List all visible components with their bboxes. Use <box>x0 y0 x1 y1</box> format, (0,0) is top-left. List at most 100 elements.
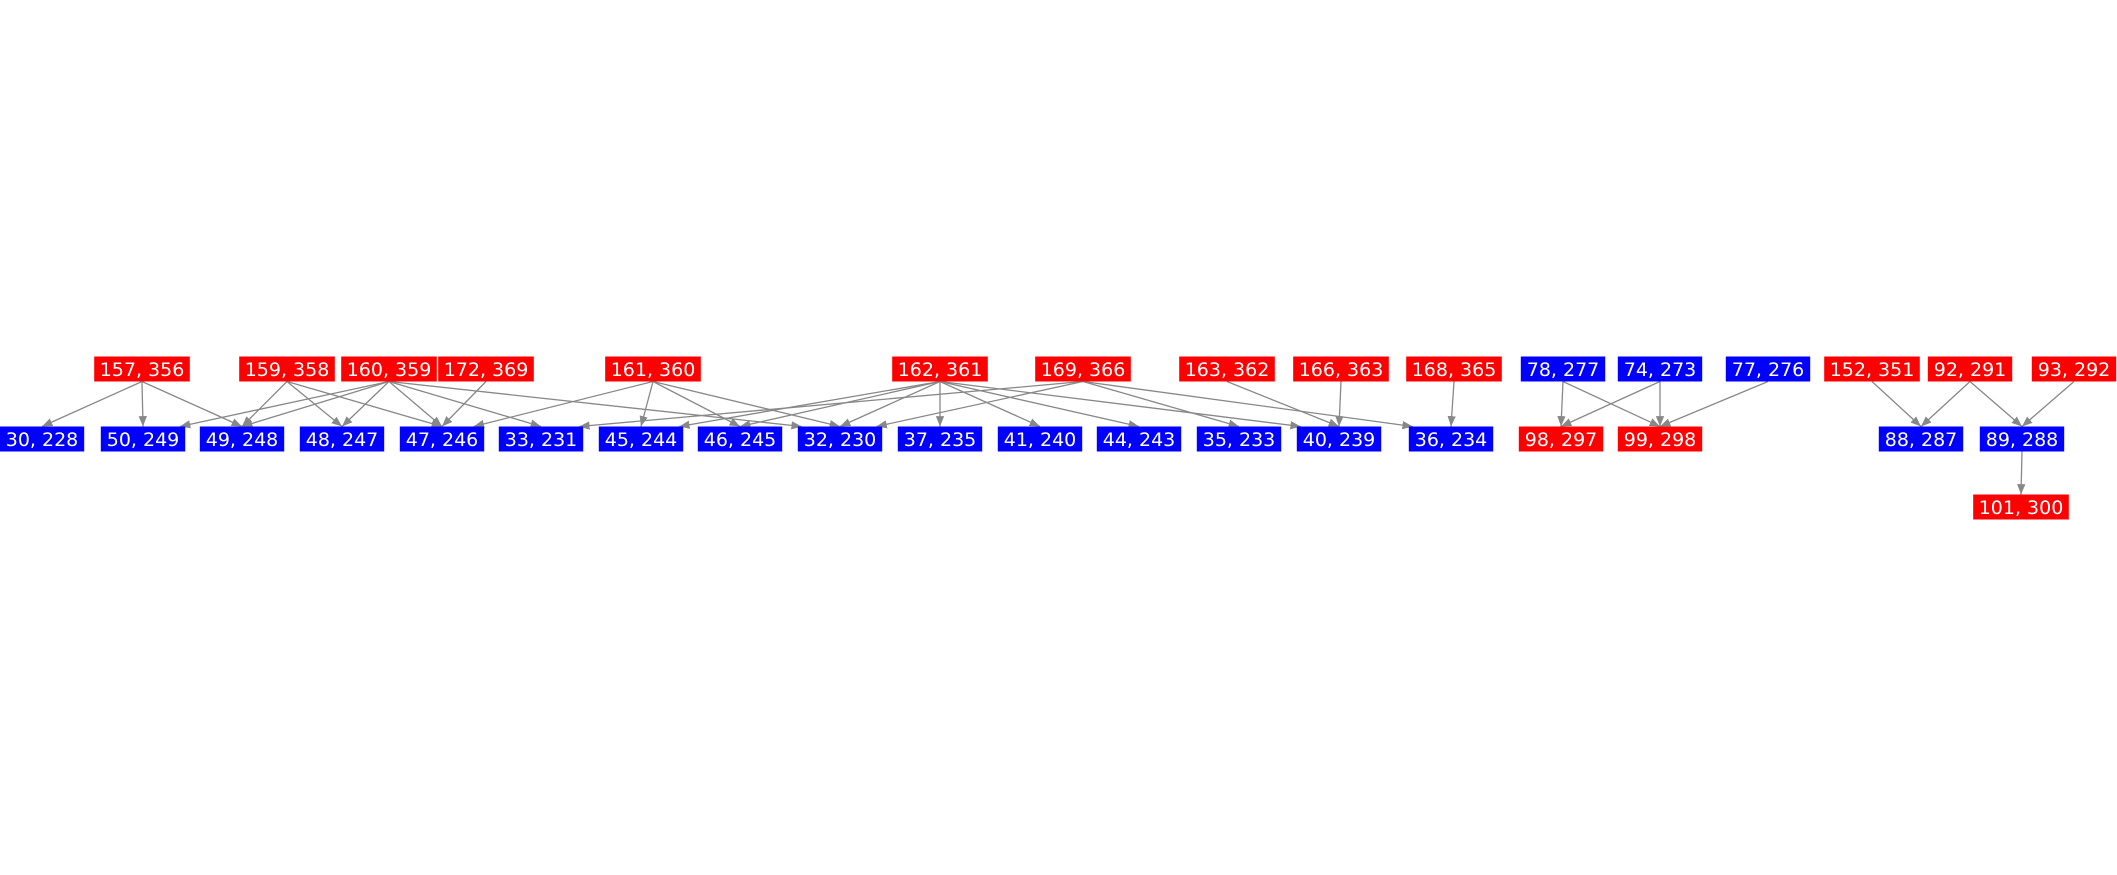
graph-node[interactable]: 50, 249 <box>100 426 186 452</box>
node-box <box>1296 426 1382 452</box>
node-label: 37, 235 <box>904 429 977 451</box>
node-label: 169, 366 <box>1041 359 1126 381</box>
node-label: 101, 300 <box>1979 497 2064 519</box>
graph-node[interactable]: 98, 297 <box>1518 426 1604 452</box>
edge <box>388 380 542 428</box>
node-box <box>1824 356 1920 382</box>
node-label: 41, 240 <box>1004 429 1077 451</box>
graph-node[interactable]: 88, 287 <box>1878 426 1964 452</box>
graph-node[interactable]: 78, 277 <box>1520 356 1606 382</box>
graph-node[interactable]: 30, 228 <box>0 426 85 452</box>
edge <box>1920 381 1971 427</box>
edge <box>179 380 390 429</box>
graph-node[interactable]: 40, 239 <box>1296 426 1382 452</box>
graph-node[interactable]: 161, 360 <box>605 356 701 382</box>
node-label: 33, 231 <box>505 429 578 451</box>
node-label: 32, 230 <box>804 429 877 451</box>
graph-node[interactable]: 163, 362 <box>1179 356 1275 382</box>
graph-node[interactable]: 77, 276 <box>1725 356 1811 382</box>
node-box <box>697 426 783 452</box>
graph-node[interactable]: 33, 231 <box>498 426 584 452</box>
edge <box>1560 380 1661 428</box>
graph-node[interactable]: 169, 366 <box>1035 356 1131 382</box>
graph-node[interactable]: 157, 356 <box>94 356 190 382</box>
node-box <box>1617 356 1703 382</box>
node-box <box>598 426 684 452</box>
graph-node[interactable]: 93, 292 <box>2031 356 2117 382</box>
graph-node[interactable]: 92, 291 <box>1927 356 2013 382</box>
graph-node[interactable]: 166, 363 <box>1293 356 1389 382</box>
node-label: 166, 363 <box>1299 359 1384 381</box>
node-box <box>399 426 485 452</box>
node-label: 159, 358 <box>245 359 330 381</box>
edge <box>939 380 1041 428</box>
edge <box>876 380 1084 429</box>
graph-node[interactable]: 36, 234 <box>1408 426 1494 452</box>
node-box <box>1518 426 1604 452</box>
edge <box>652 380 741 428</box>
edge <box>341 381 390 427</box>
node-label: 168, 365 <box>1412 359 1497 381</box>
node-box <box>1979 426 2065 452</box>
graph-node[interactable]: 172, 369 <box>438 356 534 382</box>
node-label: 49, 248 <box>206 429 279 451</box>
node-label: 88, 287 <box>1885 429 1958 451</box>
graph-node[interactable]: 101, 300 <box>1973 494 2069 520</box>
graph-node[interactable]: 74, 273 <box>1617 356 1703 382</box>
node-label: 93, 292 <box>2038 359 2111 381</box>
node-box <box>797 426 883 452</box>
graph-node[interactable]: 89, 288 <box>1979 426 2065 452</box>
graph-node[interactable]: 48, 247 <box>299 426 385 452</box>
node-box <box>1179 356 1275 382</box>
node-box <box>892 356 988 382</box>
edge <box>441 381 487 427</box>
node-label: 161, 360 <box>611 359 696 381</box>
edge <box>388 380 802 430</box>
edge <box>1659 380 1769 428</box>
node-box <box>94 356 190 382</box>
graph-node[interactable]: 99, 298 <box>1617 426 1703 452</box>
edge <box>2021 381 2075 427</box>
edge <box>2017 451 2026 495</box>
node-label: 30, 228 <box>6 429 79 451</box>
graph-node[interactable]: 47, 246 <box>399 426 485 452</box>
node-label: 99, 298 <box>1624 429 1697 451</box>
graph-node[interactable]: 152, 351 <box>1824 356 1920 382</box>
node-box <box>897 426 983 452</box>
node-box <box>1196 426 1282 452</box>
node-label: 77, 276 <box>1732 359 1805 381</box>
edge <box>1871 381 1922 427</box>
edge <box>388 381 443 427</box>
edge <box>1969 381 2023 427</box>
graph-node[interactable]: 159, 358 <box>239 356 335 382</box>
node-box <box>1035 356 1131 382</box>
graph-node[interactable]: 162, 361 <box>892 356 988 382</box>
graph-node[interactable]: 45, 244 <box>598 426 684 452</box>
graph-node[interactable]: 37, 235 <box>897 426 983 452</box>
node-box <box>1406 356 1502 382</box>
graph-node[interactable]: 49, 248 <box>199 426 285 452</box>
node-box <box>1293 356 1389 382</box>
node-box <box>299 426 385 452</box>
node-label: 46, 245 <box>704 429 777 451</box>
node-label: 78, 277 <box>1527 359 1600 381</box>
edge <box>138 381 147 427</box>
node-label: 48, 247 <box>306 429 379 451</box>
node-box <box>1096 426 1182 452</box>
edge <box>1447 381 1456 427</box>
node-box <box>1973 494 2069 520</box>
graph-node[interactable]: 32, 230 <box>797 426 883 452</box>
graph-node[interactable]: 41, 240 <box>997 426 1083 452</box>
node-label: 44, 243 <box>1103 429 1176 451</box>
node-label: 157, 356 <box>100 359 185 381</box>
graph-node[interactable]: 44, 243 <box>1096 426 1182 452</box>
graph-node[interactable]: 168, 365 <box>1406 356 1502 382</box>
graph-node[interactable]: 46, 245 <box>697 426 783 452</box>
graph-node[interactable]: 35, 233 <box>1196 426 1282 452</box>
graph-node[interactable]: 160, 359 <box>341 356 437 382</box>
node-label: 36, 234 <box>1415 429 1488 451</box>
edge <box>679 380 941 429</box>
node-box <box>0 426 85 452</box>
edge <box>652 380 841 429</box>
